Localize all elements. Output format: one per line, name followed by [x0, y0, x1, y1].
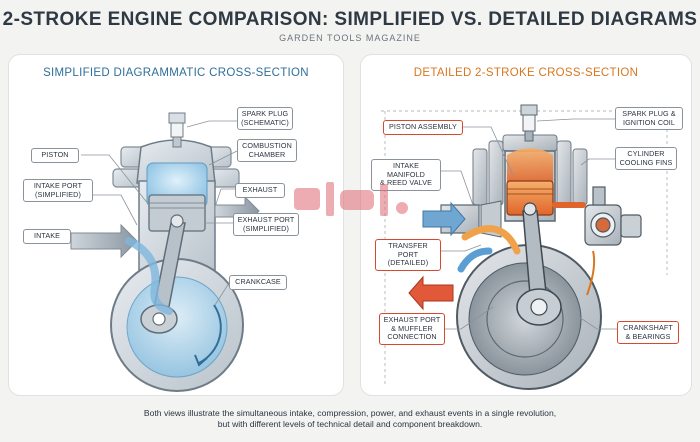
left-leader-lines	[81, 120, 238, 306]
right-carburetor	[584, 186, 642, 246]
label-transfer-port-detailed: TRANSFER PORT (DETAILED)	[375, 239, 441, 271]
right-spark-plug	[520, 104, 538, 142]
label-exhaust: EXHAUST	[235, 183, 285, 198]
label-cylinder-cooling-fins: CYLINDER COOLING FINS	[615, 147, 677, 171]
left-spark-plug	[168, 112, 186, 148]
right-exhaust-arrow	[408, 275, 454, 311]
caption-line-2: but with different levels of technical d…	[217, 419, 483, 429]
right-intake-arrow	[422, 201, 466, 237]
label-exhaust-port-simplified: EXHAUST PORT (SIMPLIFIED)	[233, 213, 299, 237]
label-crankshaft-bearings: CRANKSHAFT & BEARINGS	[617, 321, 679, 345]
footer-caption: Both views illustrate the simultaneous i…	[0, 408, 700, 430]
right-leader-lines	[437, 118, 617, 330]
label-combustion-chamber: COMBUSTION CHAMBER	[237, 139, 297, 163]
caption-line-1: Both views illustrate the simultaneous i…	[143, 408, 557, 418]
watermark-logo	[294, 182, 408, 216]
label-intake: INTAKE	[23, 229, 71, 244]
page-title: 2-STROKE ENGINE COMPARISON: SIMPLIFIED V…	[2, 9, 698, 30]
simplified-panel-title: SIMPLIFIED DIAGRAMMATIC CROSS-SECTION	[43, 67, 309, 79]
right-cylinder-fins	[472, 134, 588, 206]
detailed-panel: DETAILED 2-STROKE CROSS-SECTION SPARK PL…	[360, 54, 692, 396]
right-transfer-flow	[461, 225, 521, 255]
label-piston-assembly: PISTON ASSEMBLY	[383, 120, 463, 135]
simplified-engine-illustration	[70, 112, 260, 392]
label-spark-plug-ignition-coil: SPARK PLUG & IGNITION COIL	[615, 107, 683, 131]
label-intake-port-simplified: INTAKE PORT (SIMPLIFIED)	[23, 179, 93, 203]
right-rotation-arrow	[586, 250, 596, 296]
left-airflow	[125, 237, 173, 315]
page-subtitle: GARDEN TOOLS MAGAZINE	[279, 33, 421, 43]
right-combustion-glow	[507, 148, 553, 183]
detailed-panel-title: DETAILED 2-STROKE CROSS-SECTION	[413, 67, 639, 79]
label-exhaust-port-muffler-connection: EXHAUST PORT & MUFFLER CONNECTION	[379, 313, 445, 345]
label-crankcase: CRANKCASE	[229, 275, 287, 290]
label-piston: PISTON	[31, 148, 79, 163]
label-spark-plug-schematic: SPARK PLUG (SCHEMATIC)	[237, 107, 293, 131]
left-intake-arrow	[70, 223, 138, 259]
detailed-engine-illustration	[381, 104, 677, 390]
simplified-panel: SIMPLIFIED DIAGRAMMATIC CROSS-SECTION SP…	[8, 54, 344, 396]
